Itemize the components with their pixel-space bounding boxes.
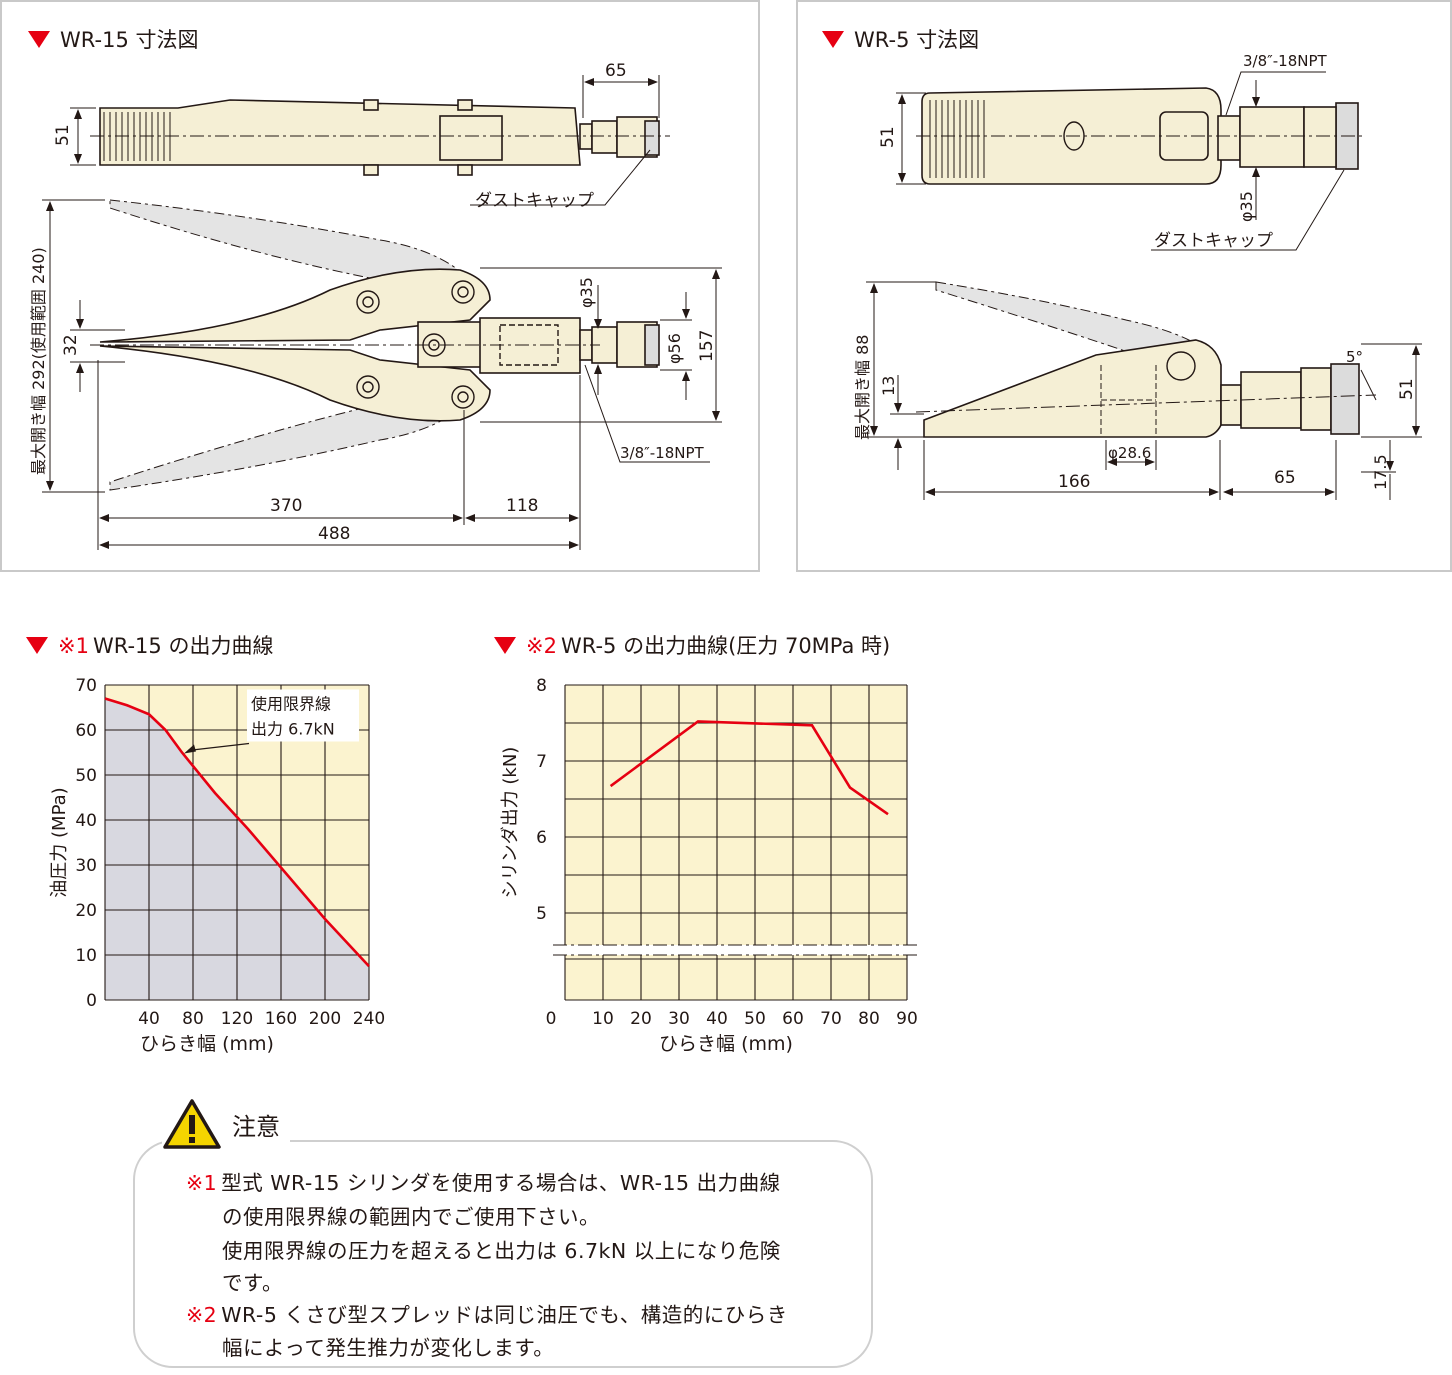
- chart1-annotation-box: [247, 689, 359, 742]
- wr5-drawing-panel: WR-5 寸法図 51: [796, 0, 1452, 572]
- wr5-dim-51-side: 51: [1397, 378, 1417, 400]
- wr5-phi286: φ28.6: [1108, 444, 1151, 462]
- chart1-limit-line: [104, 697, 370, 968]
- wr15-npt-label: 3/8″-18NPT: [620, 444, 705, 462]
- chart1-x-tick: 120: [221, 1009, 253, 1029]
- chart2-xlabel: ひらき幅 (mm): [659, 1033, 793, 1055]
- notice-header: 注意: [162, 1098, 290, 1150]
- notice-line-3: 使用限界線の圧力を超えると出力は 6.7kN 以上になり危険: [222, 1239, 781, 1263]
- red-triangle-icon: [494, 636, 516, 654]
- chart1-annotation-line2: 出力 6.7kN: [251, 720, 335, 739]
- warning-icon: [163, 1099, 221, 1149]
- wr15-dim-370: 370: [270, 496, 302, 516]
- notice-line-5: WR-5 くさび型スプレッドは同じ油圧でも、構造的にひらき: [221, 1303, 788, 1327]
- chart1-title-mark: ※1: [58, 634, 89, 658]
- chart1-annotation-leader: [187, 742, 250, 752]
- chart2-title-text: WR-5 の出力曲線(圧力 70MPa 時): [560, 634, 891, 658]
- wr5-phi35: φ35: [1237, 191, 1256, 222]
- wr5-deg5: 5°: [1346, 348, 1363, 366]
- chart2-x-tick: 50: [744, 1009, 766, 1029]
- notice-line-2: の使用限界線の範囲内でご使用下さい。: [222, 1205, 600, 1229]
- chart1-annotation-line1: 使用限界線: [251, 695, 331, 714]
- wr15-dimension-drawing: 65 51 ダストキャップ: [29, 61, 722, 550]
- chart2-x-tick: 90: [896, 1009, 918, 1029]
- chart2-y-tick: 8: [536, 676, 547, 696]
- wr15-side-view: [99, 268, 660, 422]
- wr15-drawing-panel: WR-15 寸法図: [0, 0, 760, 572]
- notice-line-6: 幅によって発生推力が変化します。: [222, 1336, 555, 1360]
- chart2-x-tick: 70: [820, 1009, 842, 1029]
- chart2-x-tick: 80: [858, 1009, 880, 1029]
- chart2-x-tick: 0: [546, 1009, 557, 1029]
- chart2-x-tick: 10: [592, 1009, 614, 1029]
- chart1-x-tick: 240: [353, 1009, 385, 1029]
- wr5-dim-13: 13: [879, 376, 898, 396]
- wr15-drawing-title: WR-15 寸法図: [28, 24, 198, 54]
- chart2-x-tick: 30: [668, 1009, 690, 1029]
- wr5-max-open-label: 最大開き幅 88: [853, 335, 872, 440]
- chart2-y-tick: 7: [536, 752, 547, 772]
- chart2-y-tick: 6: [536, 828, 547, 848]
- chart1-x-tick: 80: [182, 1009, 204, 1029]
- chart1-y-tick: 50: [75, 766, 97, 786]
- notice-box: [133, 1140, 873, 1368]
- wr15-dim-65: 65: [605, 61, 627, 81]
- wr15-dust-cap-label: ダストキャップ: [475, 191, 594, 211]
- chart1-annotation-arrowhead: [184, 744, 196, 754]
- wr15-max-open-label: 最大開き幅 292(使用範囲 240): [29, 247, 48, 475]
- notice-title: 注意: [232, 1112, 280, 1141]
- chart1-ylabel: 油圧力 (MPa): [49, 787, 70, 897]
- chart1-x-tick: 200: [309, 1009, 341, 1029]
- wr5-side-view: [923, 339, 1360, 438]
- chart1-y-tick: 30: [75, 856, 97, 876]
- chart1-x-tick: 160: [265, 1009, 297, 1029]
- wr15-output-chart: 70 60 50 40 30 20 10 0 40 80 120 160 200 240 油圧力 (MPa)…: [49, 676, 385, 1055]
- wr5-dust-cap-label: ダストキャップ: [1154, 231, 1273, 251]
- chart2-output-line: [609, 720, 889, 816]
- wr5-npt-label: 3/8″-18NPT: [1243, 52, 1328, 70]
- chart2-x-tick: 60: [782, 1009, 804, 1029]
- chart1-y-tick: 70: [75, 676, 97, 696]
- wr5-dim-51-top: 51: [878, 126, 898, 148]
- chart2-x-tick: 40: [706, 1009, 728, 1029]
- red-triangle-icon: [822, 30, 844, 48]
- chart2-y-tick: 5: [536, 904, 547, 924]
- notice-mark-2: ※2: [186, 1303, 218, 1327]
- wr5-dim-175: 17.5: [1371, 454, 1390, 490]
- wr5-dimension-drawing: 51 3/8″-18NPT φ35 ダストキャップ 最大開き幅 88: [853, 52, 1422, 500]
- wr15-dim-488: 488: [318, 524, 350, 544]
- wr15-dim-51: 51: [53, 124, 73, 146]
- chart1-y-tick: 0: [86, 991, 97, 1011]
- chart2-ylabel: シリンダ出力 (kN): [500, 747, 521, 899]
- red-triangle-icon: [26, 636, 48, 654]
- chart1-x-tick: 40: [138, 1009, 160, 1029]
- wr5-drawing-title: WR-5 寸法図: [822, 24, 979, 54]
- chart1-y-tick: 40: [75, 811, 97, 831]
- wr15-dim-32: 32: [61, 334, 81, 356]
- chart1-y-tick: 20: [75, 901, 97, 921]
- wr15-phi35: φ35: [577, 277, 596, 308]
- wr5-dim-65: 65: [1274, 468, 1296, 488]
- red-triangle-icon: [28, 30, 50, 48]
- chart1-xlabel: ひらき幅 (mm): [140, 1033, 274, 1055]
- chart1-y-tick: 10: [75, 946, 97, 966]
- wr15-top-view: [99, 99, 660, 176]
- wr15-phi56: φ56: [665, 333, 684, 364]
- notice-line-1: 型式 WR-15 シリンダを使用する場合は、WR-15 出力曲線: [221, 1171, 781, 1195]
- notice-mark-1: ※1: [186, 1171, 218, 1195]
- chart1-y-tick: 60: [75, 721, 97, 741]
- chart2-title-mark: ※2: [526, 634, 557, 658]
- chart1-title-text: WR-15 の出力曲線: [92, 634, 274, 658]
- chart2-x-tick: 20: [630, 1009, 652, 1029]
- wr15-dim-157: 157: [697, 330, 717, 362]
- chart2-axis-break: [553, 945, 919, 955]
- notice-line-4: です。: [222, 1271, 283, 1295]
- wr5-dim-166: 166: [1058, 472, 1090, 492]
- wr15-dim-118: 118: [506, 496, 538, 516]
